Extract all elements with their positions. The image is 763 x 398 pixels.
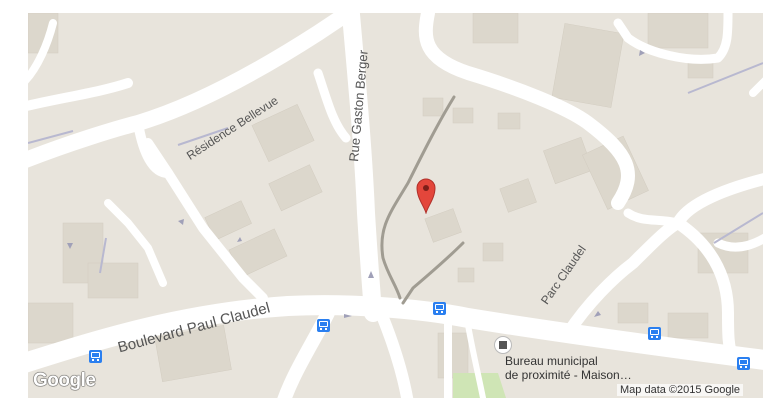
bus-stop-icon[interactable] <box>433 302 446 315</box>
town-hall-icon[interactable] <box>494 336 512 354</box>
poi-name-line1: Bureau municipal <box>505 354 598 368</box>
map-base-layer <box>28 13 763 398</box>
poi-name-line2: de proximité - Maison… <box>505 368 632 382</box>
map-view[interactable]: Boulevard Paul Claudel Rue Gaston Berger… <box>28 13 763 398</box>
logo-text: Google <box>33 370 96 391</box>
red-map-pin-icon[interactable] <box>416 178 436 214</box>
bus-stop-icon[interactable] <box>737 357 750 370</box>
bus-stop-icon[interactable] <box>89 350 102 363</box>
bus-stop-icon[interactable] <box>317 319 330 332</box>
bus-stop-icon[interactable] <box>648 327 661 340</box>
poi-label[interactable]: Bureau municipal de proximité - Maison… <box>505 354 665 382</box>
map-attribution[interactable]: Map data ©2015 Google <box>617 384 744 396</box>
google-logo[interactable]: Google <box>33 370 96 392</box>
